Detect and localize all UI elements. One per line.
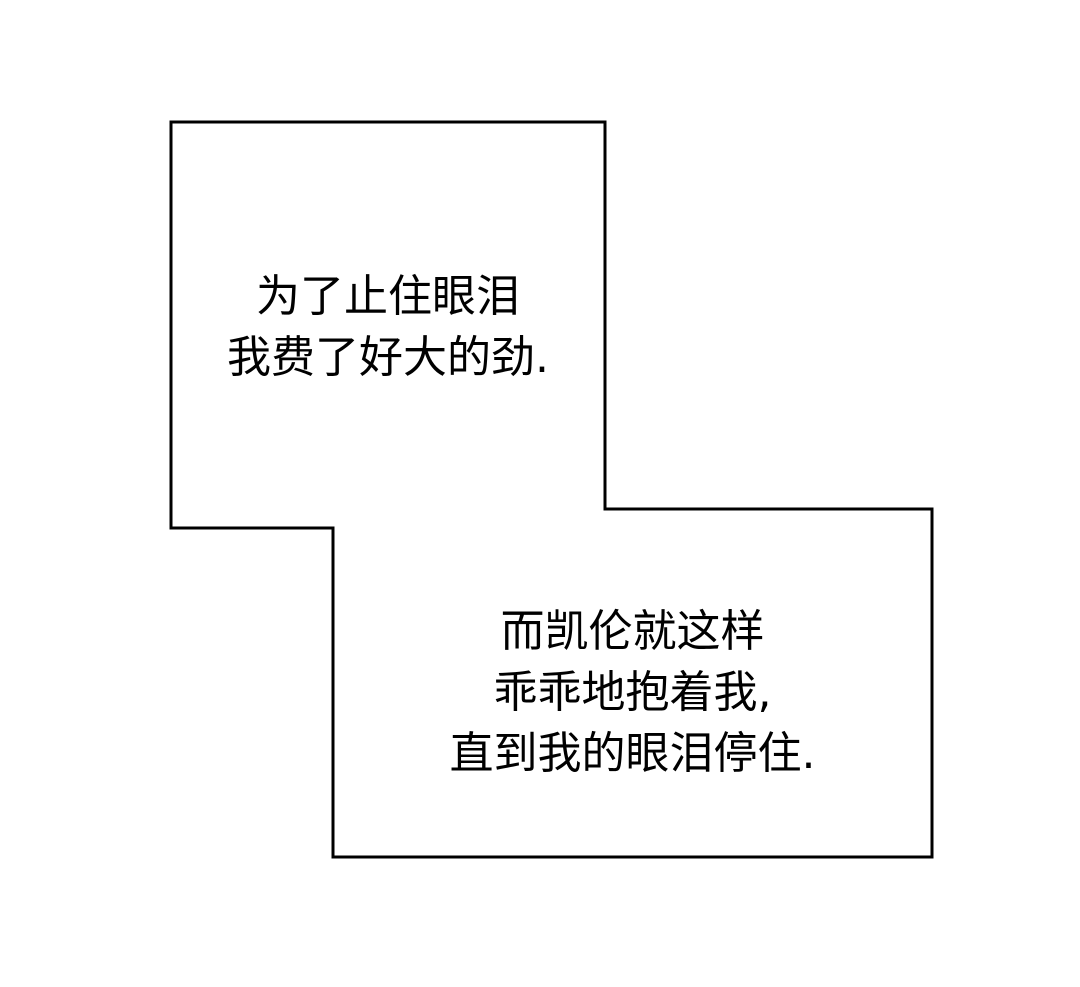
caption-line: 乖乖地抱着我,: [493, 667, 772, 718]
caption-line: 为了止住眼泪: [256, 271, 520, 322]
caption-line: 而凯伦就这样: [500, 606, 765, 657]
caption-box-shape: [169, 120, 934, 859]
caption-line: 直到我的眼泪停住.: [449, 728, 816, 779]
caption-text-2: 而凯伦就这样 乖乖地抱着我, 直到我的眼泪停住.: [333, 601, 932, 784]
caption-line: 我费了好大的劲.: [227, 332, 549, 383]
caption-text-1: 为了止住眼泪 我费了好大的劲.: [171, 266, 605, 388]
